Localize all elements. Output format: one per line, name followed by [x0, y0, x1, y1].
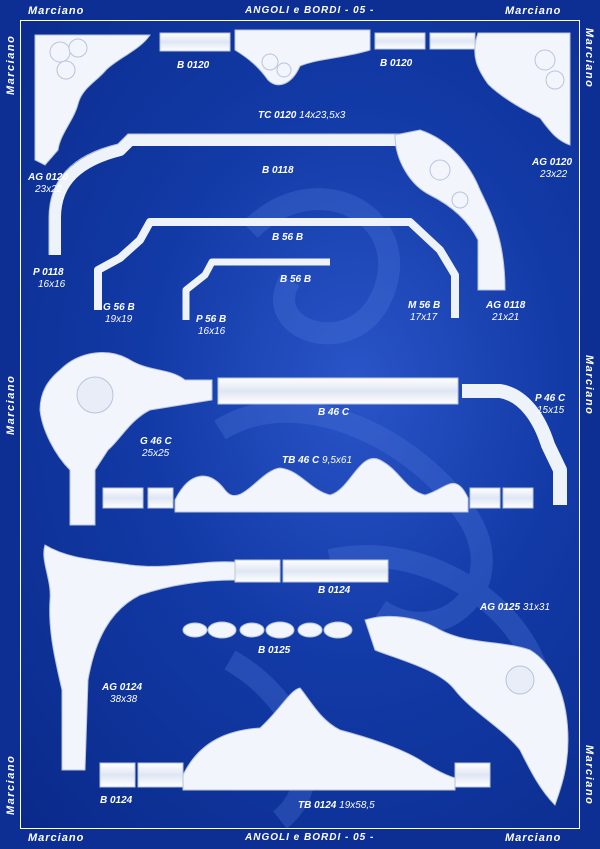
dim-ag0118: 21x21 — [492, 312, 520, 323]
ag0124-corner — [43, 544, 236, 771]
header-title: ANGOLI e BORDI - 05 - — [245, 5, 375, 16]
code-tc0120: TC 0120 14x23,5x3 — [258, 110, 346, 121]
bar-b0124-a — [234, 559, 389, 583]
tc0120-centre-piece — [234, 29, 371, 86]
ag0118-corner — [394, 129, 506, 291]
code-g46c: G 46 C — [140, 436, 172, 447]
code-ag0120-right: AG 0120 — [532, 157, 573, 168]
code-ag0118: AG 0118 — [486, 300, 526, 311]
code-ag0125: AG 0125 31x31 — [480, 602, 551, 613]
side-label-right-top: Marciano — [583, 28, 595, 89]
side-label-left-top: Marciano — [5, 34, 17, 95]
dim-g46c: 25x25 — [142, 448, 170, 459]
footer-brand-left: Marciano — [28, 832, 85, 844]
bar-b0120-b — [374, 32, 476, 50]
dim-p0118: 16x16 — [38, 279, 66, 290]
code-ag0124: AG 0124 — [102, 682, 143, 693]
dim-ag0125: 31x31 — [522, 602, 551, 613]
header-brand-left: Marciano — [28, 5, 85, 17]
code-p56b: P 56 B — [196, 314, 227, 325]
dim-m56b: 17x17 — [410, 312, 438, 323]
frame-b56b-outer — [94, 218, 459, 318]
code-b0120-b: B 0120 — [380, 58, 413, 69]
header-brand-right: Marciano — [505, 5, 562, 17]
dim-p46c: 15x15 — [537, 405, 565, 416]
code-ag0120-left: AG 0120 — [28, 172, 69, 183]
p46c-corner — [462, 384, 567, 505]
tb46c-frieze — [174, 457, 469, 513]
bar-b0124-b — [99, 762, 491, 788]
tb0124-frieze — [182, 687, 456, 791]
dim-ag0120-left: 23x22 — [35, 184, 63, 195]
code-b0120-a: B 0120 — [177, 60, 210, 71]
code-p0118: P 0118 — [33, 267, 64, 278]
b0125-bead-strip — [182, 621, 353, 639]
footer-brand-right: Marciano — [505, 832, 562, 844]
side-label-right-bottom: Marciano — [583, 745, 595, 806]
footer-title: ANGOLI e BORDI - 05 - — [245, 832, 375, 843]
bar-b46c-lower — [102, 487, 534, 509]
code-b0124-a: B 0124 — [318, 585, 351, 596]
code-b0125: B 0125 — [258, 645, 291, 656]
code-b46c: B 46 C — [318, 407, 350, 418]
ag0125-corner — [364, 615, 569, 806]
dim-ag0120-right: 23x22 — [540, 169, 568, 180]
g46c-corner — [39, 352, 213, 526]
code-p46c: P 46 C — [535, 393, 566, 404]
side-label-left-middle: Marciano — [5, 374, 17, 435]
bar-b0120-a — [159, 32, 231, 52]
code-g56b: G 56 B — [103, 302, 135, 313]
code-tb46c: TB 46 C 9,5x61 — [282, 455, 353, 466]
dim-ag0124: 38x38 — [110, 694, 138, 705]
dim-tb46c: 9,5x61 — [322, 455, 353, 466]
code-m56b: M 56 B — [408, 300, 441, 311]
bar-b46c — [217, 377, 459, 405]
dim-p56b: 16x16 — [198, 326, 226, 337]
code-b56b-a: B 56 B — [272, 232, 304, 243]
dim-tc0120: 14x23,5x3 — [299, 110, 346, 121]
frame-b0118 — [49, 134, 405, 255]
code-b56b-b: B 56 B — [280, 274, 312, 285]
ag0120-right-corner — [474, 32, 571, 146]
side-label-right-middle: Marciano — [583, 355, 595, 416]
ag0120-left-corner — [34, 34, 151, 166]
code-tb0124: TB 0124 19x58,5 — [298, 800, 375, 811]
frame-b56b-inner — [182, 258, 330, 320]
dim-tb0124: 19x58,5 — [339, 800, 375, 811]
side-label-left-bottom: Marciano — [5, 754, 17, 815]
dim-g56b: 19x19 — [105, 314, 133, 325]
code-b0124-b: B 0124 — [100, 795, 133, 806]
code-b0118: B 0118 — [262, 165, 294, 176]
